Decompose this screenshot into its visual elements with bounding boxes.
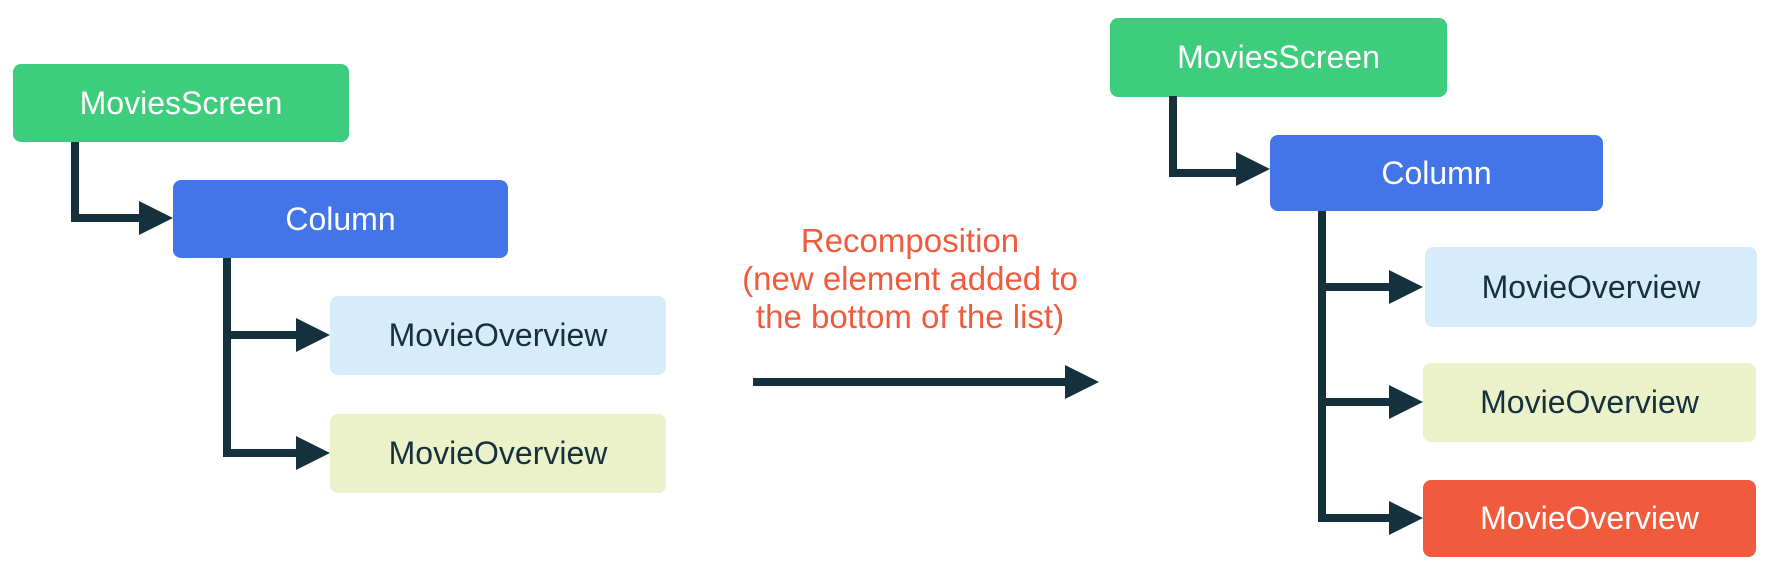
connector-branch-2-after (1318, 398, 1389, 406)
arrowhead-icon (1389, 385, 1423, 419)
arrowhead-icon (1236, 152, 1270, 186)
node-movieoverview-1-before: MovieOverview (330, 296, 666, 375)
caption-line-2: (new element added to (742, 260, 1078, 297)
node-movieoverview-new-after: MovieOverview (1423, 480, 1756, 557)
node-movieoverview-2-after: MovieOverview (1423, 363, 1756, 442)
connector-elbow-horizontal-after (1169, 169, 1236, 177)
node-column-before: Column (173, 180, 508, 258)
connector-elbow-vertical-after (1169, 96, 1177, 177)
node-moviesscreen-after: MoviesScreen (1110, 18, 1447, 97)
recomposition-arrow-line (753, 378, 1065, 386)
caption-line-3: the bottom of the list) (755, 298, 1065, 335)
node-movieoverview-2-before: MovieOverview (330, 414, 666, 493)
caption-line-1: Recomposition (800, 222, 1020, 259)
connector-branch-3-after (1318, 514, 1389, 522)
connector-branch-1-before (223, 331, 296, 339)
node-moviesscreen-before: MoviesScreen (13, 64, 349, 142)
recomposition-caption: Recomposition (new element added to the … (640, 222, 1180, 336)
node-column-after: Column (1270, 135, 1603, 211)
arrowhead-icon (296, 318, 330, 352)
arrowhead-icon (1389, 501, 1423, 535)
connector-branch-1-after (1318, 283, 1389, 291)
connector-trunk-after (1318, 211, 1326, 522)
arrowhead-icon (1065, 365, 1099, 399)
connector-branch-2-before (223, 449, 296, 457)
arrowhead-icon (296, 436, 330, 470)
connector-elbow-horizontal-before (71, 214, 139, 222)
connector-elbow-vertical-before (71, 142, 79, 222)
node-movieoverview-1-after: MovieOverview (1425, 247, 1757, 327)
arrowhead-icon (139, 201, 173, 235)
connector-trunk-before (223, 258, 231, 457)
arrowhead-icon (1389, 270, 1423, 304)
